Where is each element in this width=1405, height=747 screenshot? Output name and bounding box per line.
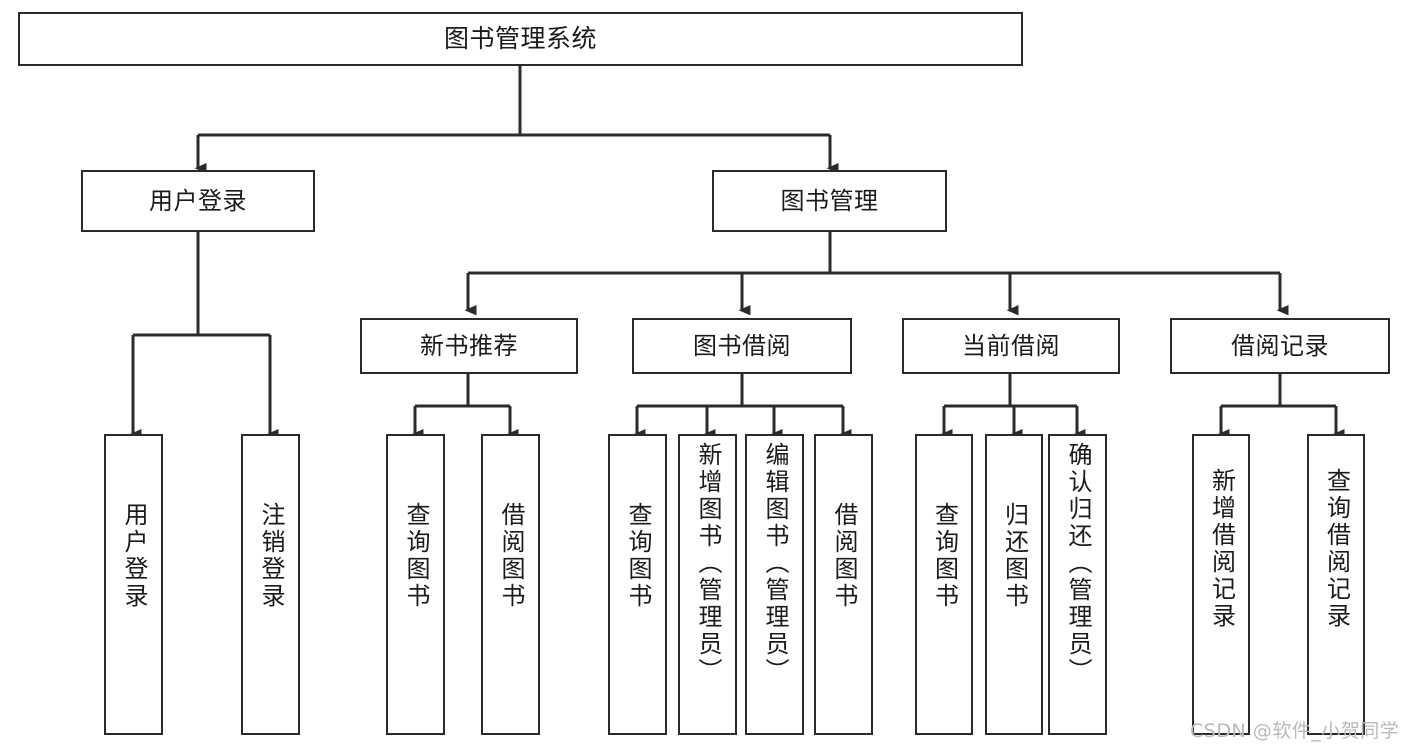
node-leaf-user-login-label: 用户登录 bbox=[119, 502, 148, 610]
node-book-management-label: 图书管理 bbox=[780, 186, 879, 215]
node-leaf-query-book-3[interactable]: 查询图书 bbox=[915, 434, 973, 735]
node-leaf-add-book[interactable]: 新增图书（管理员） bbox=[678, 434, 737, 735]
node-new-book-recommend[interactable]: 新书推荐 bbox=[360, 318, 578, 374]
node-leaf-logout-label: 注销登录 bbox=[256, 502, 285, 610]
node-new-book-recommend-label: 新书推荐 bbox=[420, 331, 518, 360]
node-leaf-user-login[interactable]: 用户登录 bbox=[104, 434, 163, 735]
csdn-watermark: CSDN @软件_小贺同学 bbox=[1190, 720, 1400, 742]
node-book-management[interactable]: 图书管理 bbox=[712, 170, 947, 232]
node-leaf-edit-book-label: 编辑图书（管理员） bbox=[760, 442, 789, 685]
node-leaf-confirm-return[interactable]: 确认归还（管理员） bbox=[1048, 434, 1107, 735]
node-book-borrow-label: 图书借阅 bbox=[693, 331, 791, 360]
node-current-borrow-label: 当前借阅 bbox=[962, 331, 1060, 360]
node-current-borrow[interactable]: 当前借阅 bbox=[902, 318, 1120, 374]
node-leaf-query-book-1-label: 查询图书 bbox=[401, 502, 430, 610]
node-leaf-query-book-3-label: 查询图书 bbox=[930, 502, 959, 610]
node-borrow-record[interactable]: 借阅记录 bbox=[1170, 318, 1390, 374]
node-borrow-record-label: 借阅记录 bbox=[1231, 331, 1329, 360]
node-leaf-return-book[interactable]: 归还图书 bbox=[985, 434, 1043, 735]
node-leaf-borrow-book-2-label: 借阅图书 bbox=[829, 502, 858, 610]
node-leaf-edit-book[interactable]: 编辑图书（管理员） bbox=[745, 434, 804, 735]
node-leaf-add-record[interactable]: 新增借阅记录 bbox=[1192, 434, 1250, 735]
node-leaf-borrow-book-2[interactable]: 借阅图书 bbox=[814, 434, 873, 735]
node-leaf-borrow-book-1-label: 借阅图书 bbox=[496, 502, 525, 610]
node-leaf-query-record-label: 查询借阅记录 bbox=[1322, 468, 1351, 630]
node-leaf-query-book-2[interactable]: 查询图书 bbox=[608, 434, 667, 735]
node-book-borrow[interactable]: 图书借阅 bbox=[632, 318, 852, 374]
node-leaf-borrow-book-1[interactable]: 借阅图书 bbox=[481, 434, 540, 735]
node-user-login-label: 用户登录 bbox=[149, 186, 247, 215]
node-user-login[interactable]: 用户登录 bbox=[81, 170, 315, 232]
node-leaf-add-book-label: 新增图书（管理员） bbox=[693, 442, 722, 685]
node-root-label: 图书管理系统 bbox=[443, 24, 597, 54]
node-root[interactable]: 图书管理系统 bbox=[18, 12, 1023, 66]
node-leaf-return-book-label: 归还图书 bbox=[1000, 502, 1029, 610]
node-leaf-confirm-return-label: 确认归还（管理员） bbox=[1063, 442, 1092, 685]
node-leaf-query-book-2-label: 查询图书 bbox=[623, 502, 652, 610]
node-leaf-query-record[interactable]: 查询借阅记录 bbox=[1307, 434, 1365, 735]
node-leaf-logout[interactable]: 注销登录 bbox=[241, 434, 300, 735]
node-leaf-add-record-label: 新增借阅记录 bbox=[1207, 468, 1236, 630]
node-leaf-query-book-1[interactable]: 查询图书 bbox=[386, 434, 445, 735]
